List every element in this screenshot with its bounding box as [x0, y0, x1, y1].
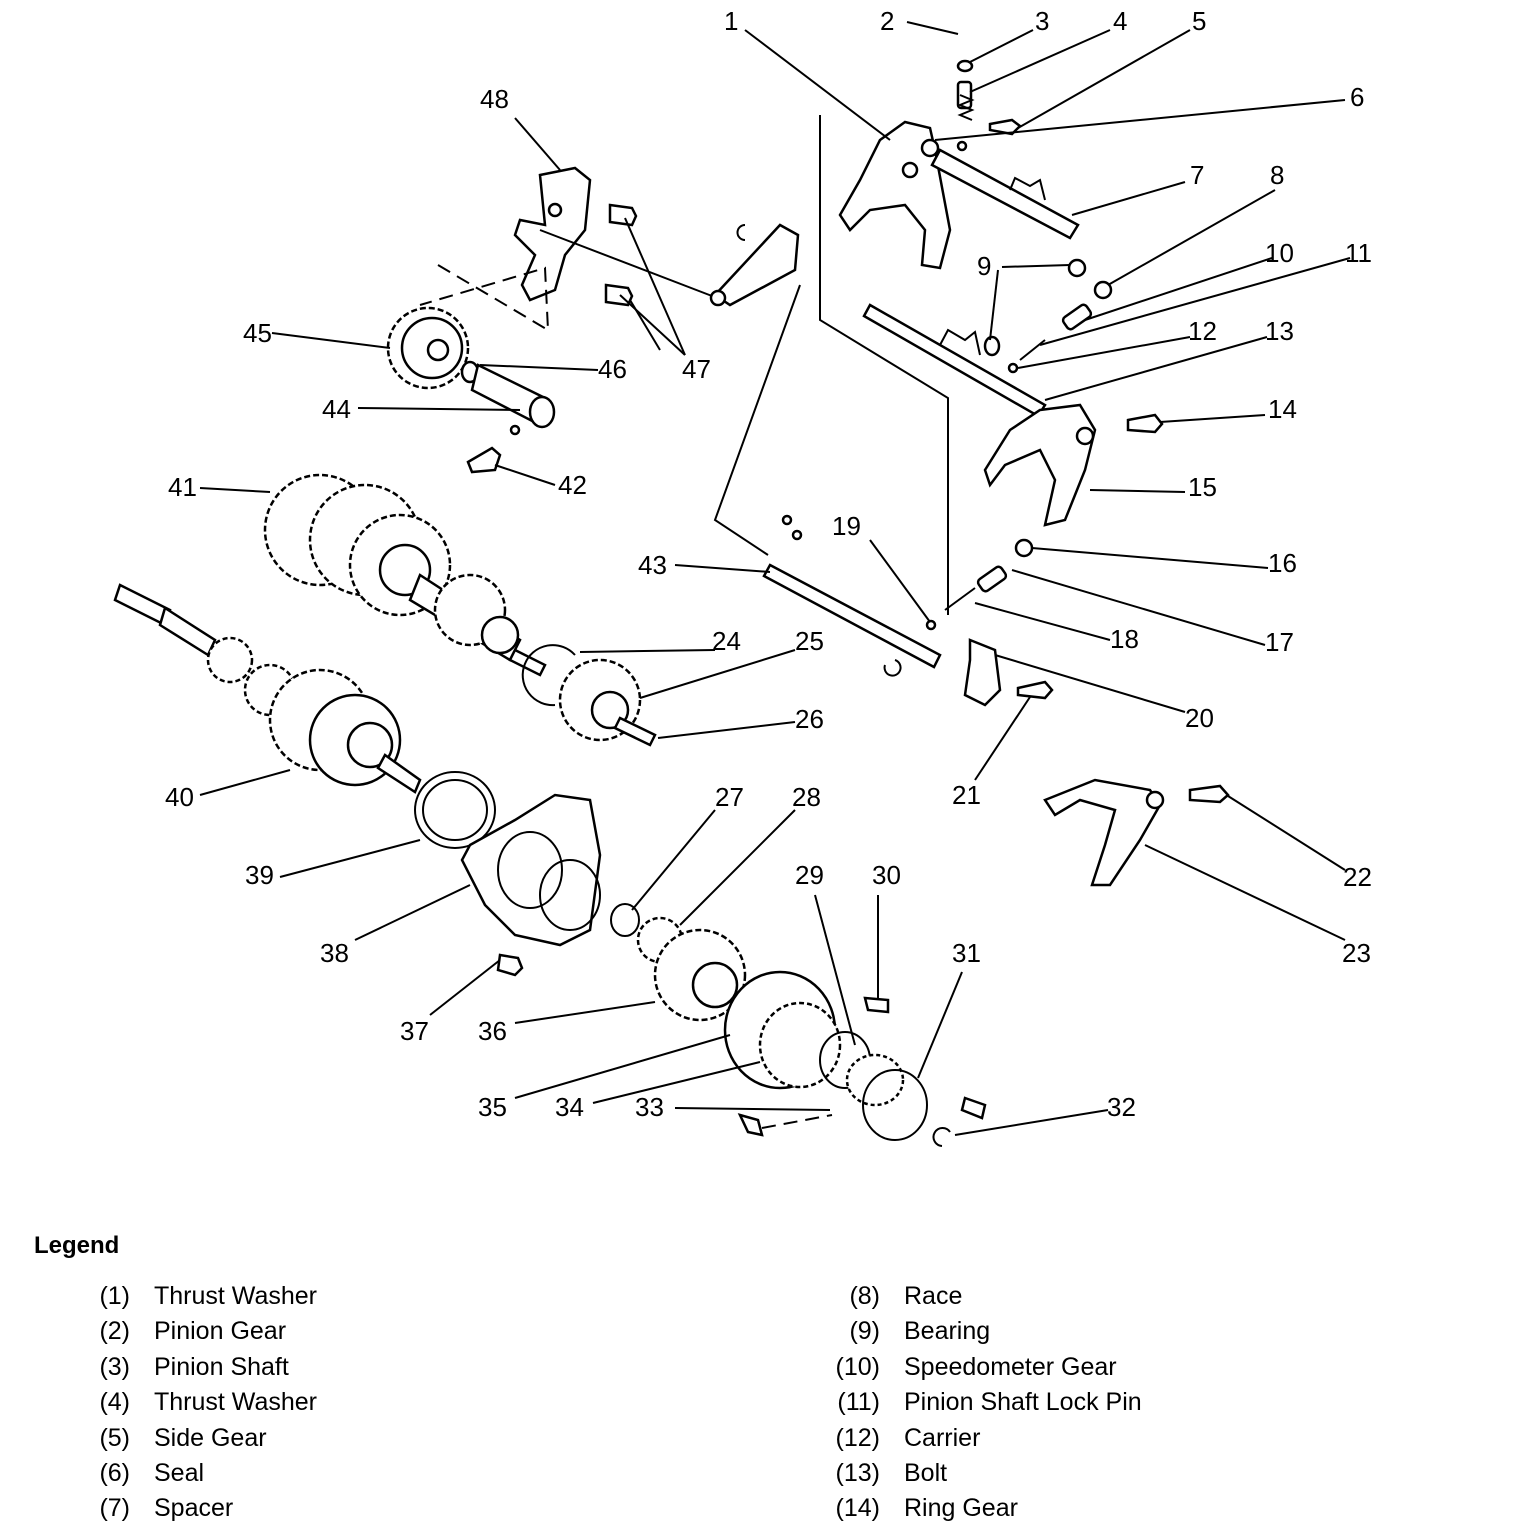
legend-item-number: (5) [99, 1423, 130, 1452]
legend-item: (12) Carrier [790, 1424, 1210, 1459]
legend-item: (1) Thrust Washer [0, 1282, 340, 1317]
legend-item: (6) Seal [0, 1459, 340, 1494]
callout-34: 34 [555, 1092, 584, 1122]
leader-lines [199, 21, 1351, 1136]
legend-item: (4) Thrust Washer [0, 1388, 340, 1423]
legend-item-number: (13) [835, 1458, 880, 1487]
legend-item-name: Carrier [904, 1423, 981, 1452]
callout-4: 4 [1113, 6, 1127, 36]
legend-item-number: (9) [849, 1317, 880, 1346]
callout-16: 16 [1268, 548, 1297, 578]
legend: Legend (1) Thrust Washer (2) Pinion Gear… [0, 1226, 1536, 1524]
callout-48: 48 [480, 84, 509, 114]
callout-46: 46 [598, 354, 627, 384]
legend-item-name: Pinion Shaft Lock Pin [904, 1388, 1142, 1417]
callout-45: 45 [243, 318, 272, 348]
callout-13: 13 [1265, 316, 1294, 346]
legend-item-name: Ring Gear [904, 1494, 1018, 1523]
legend-item: (11) Pinion Shaft Lock Pin [790, 1388, 1210, 1423]
callout-18: 18 [1110, 624, 1139, 654]
legend-item: (5) Side Gear [0, 1424, 340, 1459]
legend-item-number: (7) [99, 1494, 130, 1523]
legend-item-name: Side Gear [154, 1423, 267, 1452]
callout-6: 6 [1350, 82, 1364, 112]
callout-41: 41 [168, 472, 197, 502]
legend-item: (13) Bolt [790, 1459, 1210, 1494]
callout-37: 37 [400, 1016, 429, 1046]
legend-item-name: Thrust Washer [154, 1282, 318, 1310]
callout-11: 11 [1345, 238, 1372, 268]
legend-item: (9) Bearing [790, 1317, 1210, 1352]
exploded-parts-diagram: 1 2 3 4 5 6 7 8 9 10 11 12 13 14 15 16 1… [113, 6, 1372, 1147]
callout-43: 43 [638, 550, 667, 580]
legend-item-name: Race [904, 1282, 963, 1310]
part-drawings [113, 59, 1230, 1147]
callout-28: 28 [792, 782, 821, 812]
legend-title: Legend [34, 1232, 120, 1259]
legend-item-number: (6) [99, 1458, 130, 1487]
callout-14: 14 [1268, 394, 1297, 424]
legend-item: (2) Pinion Gear [0, 1317, 340, 1352]
legend-item-number: (1) [99, 1282, 130, 1310]
legend-item-name: Pinion Gear [154, 1317, 287, 1346]
callout-8: 8 [1270, 160, 1284, 190]
callout-30: 30 [872, 860, 901, 890]
legend-item-number: (10) [835, 1352, 880, 1381]
callout-32: 32 [1107, 1092, 1136, 1122]
legend-item-number: (8) [849, 1282, 880, 1310]
callout-15: 15 [1188, 472, 1217, 502]
callout-9: 9 [977, 251, 991, 281]
legend-item: (7) Spacer [0, 1494, 340, 1529]
callout-33: 33 [635, 1092, 664, 1122]
legend-item-name: Pinion Shaft [154, 1352, 289, 1381]
legend-item: (8) Race [790, 1282, 1210, 1317]
callout-10: 10 [1265, 238, 1294, 268]
callout-42: 42 [558, 470, 587, 500]
callout-17: 17 [1265, 627, 1294, 657]
callout-27: 27 [715, 782, 744, 812]
legend-item: (3) Pinion Shaft [0, 1353, 340, 1388]
callout-38: 38 [320, 938, 349, 968]
legend-column-right: (8) Race (9) Bearing (10) Speedometer Ge… [790, 1282, 1210, 1530]
callout-24: 24 [712, 626, 741, 656]
legend-item-number: (4) [99, 1388, 130, 1417]
legend-column-left: (1) Thrust Washer (2) Pinion Gear (3) Pi… [0, 1282, 340, 1530]
callout-44: 44 [322, 394, 351, 424]
callout-12: 12 [1188, 316, 1217, 346]
callout-3: 3 [1035, 6, 1049, 36]
legend-item: (10) Speedometer Gear [790, 1353, 1210, 1388]
callout-31: 31 [952, 938, 981, 968]
callout-47: 47 [682, 354, 711, 384]
callout-2: 2 [880, 6, 894, 36]
callout-40: 40 [165, 782, 194, 812]
legend-item-name: Bearing [904, 1317, 991, 1346]
callout-19: 19 [832, 511, 861, 541]
legend-item-name: Spacer [154, 1494, 234, 1523]
legend-item-name: Seal [154, 1458, 205, 1487]
legend-item-number: (14) [835, 1494, 880, 1523]
callout-26: 26 [795, 704, 824, 734]
callout-36: 36 [478, 1016, 507, 1046]
callout-22: 22 [1343, 862, 1372, 892]
legend-item-number: (2) [99, 1317, 130, 1346]
callout-23: 23 [1342, 938, 1371, 968]
legend-item: (14) Ring Gear [790, 1494, 1210, 1529]
alignment-lines [419, 115, 949, 1129]
callout-20: 20 [1185, 703, 1214, 733]
callout-35: 35 [478, 1092, 507, 1122]
callout-1: 1 [724, 6, 738, 36]
callout-39: 39 [245, 860, 274, 890]
callout-21: 21 [952, 780, 981, 810]
callout-29: 29 [795, 860, 824, 890]
legend-item-name: Speedometer Gear [904, 1352, 1117, 1381]
legend-item-number: (12) [835, 1423, 880, 1452]
callout-25: 25 [795, 626, 824, 656]
callout-numbers: 1 2 3 4 5 6 7 8 9 10 11 12 13 14 15 16 1… [165, 6, 1372, 1122]
legend-item-number: (11) [837, 1388, 880, 1417]
legend-item-name: Bolt [904, 1458, 948, 1487]
callout-7: 7 [1190, 160, 1204, 190]
legend-item-name: Thrust Washer [154, 1388, 318, 1417]
legend-item-number: (3) [99, 1352, 130, 1381]
callout-5: 5 [1192, 6, 1206, 36]
